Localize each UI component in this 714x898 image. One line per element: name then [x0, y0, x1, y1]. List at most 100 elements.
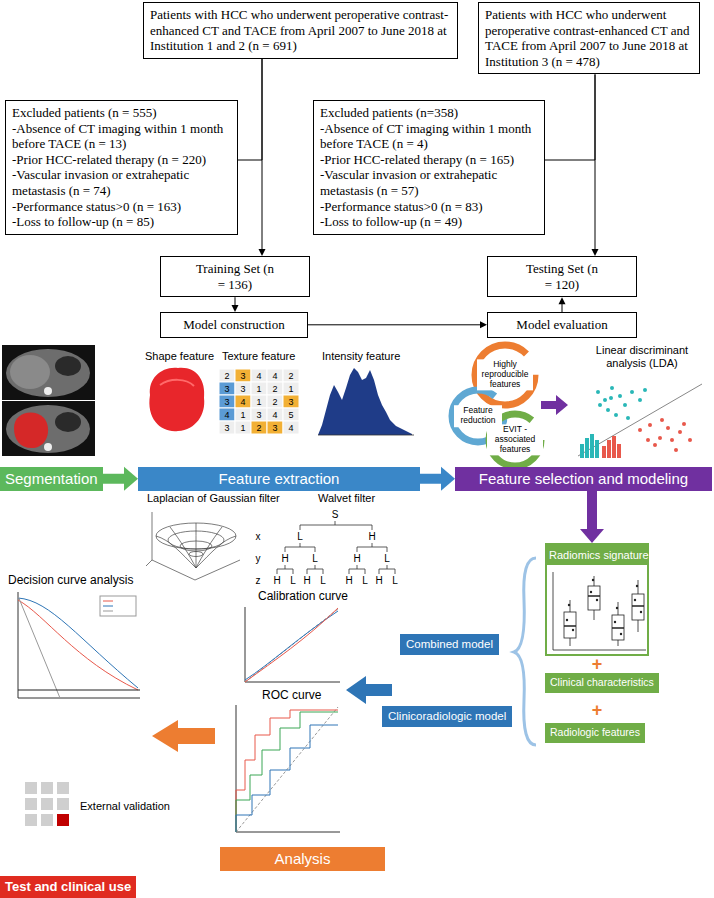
- figure-label: Linear discriminant analysis (LDA): [580, 344, 704, 369]
- wavelet-tree-part: [300, 521, 372, 530]
- roc-plot-part: [236, 712, 338, 832]
- lda-scatter-part-part: [674, 448, 678, 452]
- node-text: Testing Set (n = 120): [522, 261, 602, 292]
- process-box: Model construction: [160, 312, 308, 338]
- node-text: Test and clinical use: [5, 878, 131, 896]
- lda-scatter-part-part: [609, 396, 613, 400]
- figure-label: 3: [240, 383, 245, 393]
- stage-banner: Feature extraction: [138, 467, 420, 491]
- figure-label: Decision curve analysis: [8, 574, 133, 588]
- arrow-head: [559, 297, 566, 304]
- intensity-histogram-part: [318, 368, 412, 435]
- figure-label: 3: [272, 422, 277, 432]
- connector: [559, 297, 566, 312]
- figure-label: Walvet filter: [318, 492, 375, 505]
- lda-scatter-part-part: [610, 386, 614, 390]
- signature-box: Radiomics signature: [545, 543, 649, 656]
- figure-label: 2: [288, 370, 293, 380]
- texture-grid-part: [267, 408, 283, 421]
- lda-scatter-part-part: [606, 408, 610, 412]
- figure-label: H: [303, 575, 310, 587]
- lda-scatter-part-part: [618, 394, 622, 398]
- figure-label: 4: [240, 396, 245, 406]
- node-text: Patients with HCC who underwent peropera…: [485, 7, 693, 69]
- stage-banner: Feature selection and modeling: [455, 467, 712, 491]
- texture-grid-part: [283, 395, 299, 408]
- texture-grid-part: [251, 408, 267, 421]
- figure-label: Calibration curve: [258, 590, 348, 604]
- shape-feature-figure: [149, 368, 204, 431]
- radiomics-boxplot-part-part: [590, 591, 592, 593]
- figure-label: Shape feature: [145, 350, 214, 363]
- stage-banner: Segmentation: [0, 467, 103, 491]
- decision-curve-plot-part: [103, 601, 113, 602]
- texture-grid-part: [267, 382, 283, 395]
- texture-grid-part: [235, 382, 251, 395]
- texture-grid-part: [219, 408, 235, 421]
- calibration-plot-part: [245, 609, 338, 682]
- connector: [580, 491, 604, 544]
- connector: [308, 321, 487, 328]
- connector-line: [587, 491, 597, 531]
- lda-scatter-part-part: [653, 443, 657, 447]
- node-text: Clinical characteristics: [550, 676, 654, 690]
- radiomics-boxplot-part-part: [596, 599, 598, 601]
- figure-label: L: [297, 531, 303, 543]
- radiomics-boxplot: [553, 572, 646, 650]
- figure-label: 1: [256, 383, 261, 393]
- texture-grid-part: [251, 369, 267, 382]
- node-text: Feature selection and modeling: [460, 469, 707, 489]
- external-validation-icon-part: [25, 814, 37, 826]
- decision-curve-plot-part: [18, 596, 60, 698]
- lda-scatter-part-part: [595, 440, 599, 458]
- roc-plot-part: [236, 710, 338, 832]
- figure-label: ROC curve: [262, 689, 321, 703]
- arrow-head: [124, 467, 138, 491]
- figure-label: H: [375, 575, 382, 587]
- lda-scatter-part-part: [678, 430, 682, 434]
- figure-label: 3: [224, 383, 229, 393]
- figure-label: Intensity feature: [322, 350, 400, 363]
- node-text: Analysis: [225, 849, 380, 869]
- lda-scatter-part-part: [602, 446, 606, 458]
- radiomics-boxplot-part-part: [566, 619, 568, 621]
- calibration-plot-part: [245, 608, 338, 682]
- intensity-histogram: [318, 368, 414, 435]
- calibration-plot: [245, 607, 340, 682]
- lda-scatter-part-part: [666, 426, 670, 430]
- cohort-box: Patients with HCC who underwent peropera…: [143, 2, 458, 59]
- figure-label: Laplacian of Gaussian filter: [147, 492, 280, 505]
- connector-line: [235, 297, 236, 306]
- connector-line: [562, 303, 563, 312]
- lda-scatter-part: [580, 386, 647, 458]
- figure-label: 2: [272, 396, 277, 406]
- calibration-plot-part: [245, 607, 340, 682]
- figure-label: 1: [240, 422, 245, 432]
- roc-plot-part: [236, 707, 338, 832]
- node-text: Model construction: [167, 317, 301, 333]
- radiomics-boxplot-part: [570, 576, 638, 646]
- ct-scan-part: [6, 349, 90, 397]
- lda-scatter-part-part: [646, 438, 650, 442]
- texture-grid-part: [219, 395, 235, 408]
- texture-grid-part: [251, 382, 267, 395]
- ct-scan: [2, 345, 95, 456]
- figure-label: 1: [256, 396, 261, 406]
- connector: [420, 467, 455, 491]
- texture-grid-part: [251, 421, 267, 434]
- roc-plot: [236, 705, 340, 832]
- texture-grid-part: [267, 395, 283, 408]
- cohort-box: Patients with HCC who underwent peropera…: [478, 2, 700, 74]
- lda-scatter-part-part: [617, 444, 621, 458]
- set-box: Training Set (n = 136): [160, 256, 310, 297]
- node-text: Clinicoradiologic model: [388, 709, 506, 724]
- lda-scatter-part-part: [670, 438, 674, 442]
- texture-grid-part: [235, 421, 251, 434]
- node-text: Radiologic features: [550, 726, 640, 740]
- radiomics-boxplot-part: [564, 612, 576, 638]
- external-validation-icon-part: [25, 798, 37, 810]
- figure-label: H: [273, 575, 280, 587]
- radiomics-boxplot-part-part: [572, 629, 574, 631]
- figure-label: L: [384, 553, 390, 565]
- connector: [232, 297, 239, 312]
